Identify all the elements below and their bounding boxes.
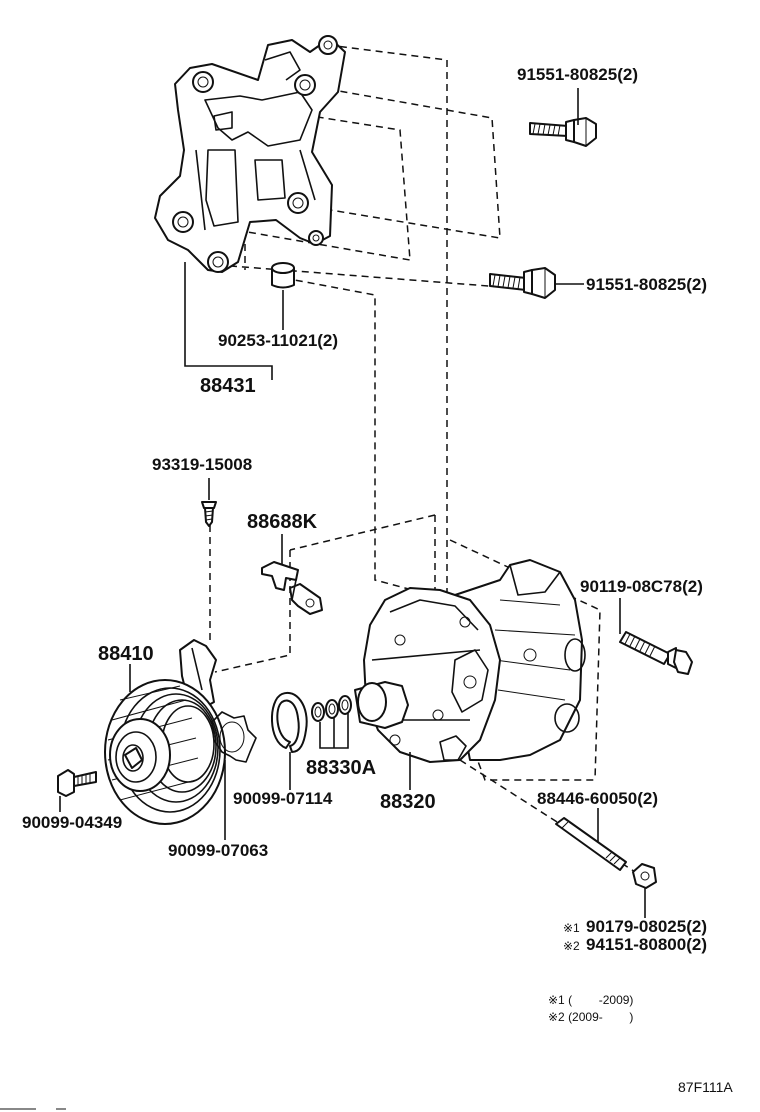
label-stud: 88446-60050(2) bbox=[537, 789, 658, 808]
note-2: ※2 (2009- ) bbox=[548, 1010, 633, 1024]
snap-ring bbox=[270, 691, 308, 753]
label-nut-1-mark: ※1 bbox=[563, 921, 580, 935]
label-nut-2-mark: ※2 bbox=[563, 939, 580, 953]
bolt-mid bbox=[489, 267, 556, 299]
holder bbox=[261, 561, 323, 615]
label-compressor: 88320 bbox=[380, 791, 436, 813]
label-clutch-shim: 90099-07063 bbox=[168, 841, 268, 860]
label-clutch: 88410 bbox=[98, 643, 154, 665]
collar bbox=[271, 262, 295, 289]
label-shims: 88330A bbox=[306, 757, 376, 779]
screw bbox=[201, 501, 217, 527]
magnet-clutch bbox=[104, 639, 226, 825]
compressor-bolt bbox=[619, 631, 693, 675]
label-nut-1: 90179-08025(2) bbox=[586, 917, 707, 936]
compressor bbox=[354, 559, 586, 763]
nut bbox=[632, 863, 657, 889]
label-nut-2: 94151-80800(2) bbox=[586, 935, 707, 954]
label-collar: 90253-11021(2) bbox=[218, 331, 338, 350]
leader-lines bbox=[59, 88, 646, 918]
clutch-shim bbox=[211, 711, 257, 763]
label-screw: 93319-15008 bbox=[152, 455, 252, 474]
part-labels: 91551-80825(2) 91551-80825(2) 90253-1102… bbox=[22, 65, 733, 1095]
label-clutch-bolt: 90099-04349 bbox=[22, 813, 122, 832]
label-snap-ring: 90099-07114 bbox=[233, 789, 333, 808]
compressor-bracket bbox=[154, 35, 346, 273]
label-holder: 88688K bbox=[247, 511, 318, 533]
note-1: ※1 ( -2009) bbox=[548, 993, 633, 1007]
label-compressor-bolt: 90119-08C78(2) bbox=[580, 577, 703, 596]
stud bbox=[555, 817, 627, 871]
diagram-code: 87F111A bbox=[678, 1079, 733, 1095]
shims bbox=[311, 695, 352, 722]
label-bracket: 88431 bbox=[200, 375, 256, 397]
clutch-bolt bbox=[57, 769, 97, 797]
label-bolt-mid: 91551-80825(2) bbox=[586, 275, 707, 294]
label-bolt-upper: 91551-80825(2) bbox=[517, 65, 638, 84]
bolt-upper bbox=[529, 117, 597, 147]
